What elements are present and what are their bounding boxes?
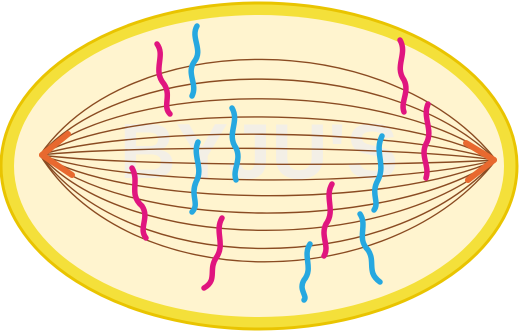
watermark: BYJU'S — [120, 107, 399, 195]
chromosome-magenta — [424, 104, 429, 178]
